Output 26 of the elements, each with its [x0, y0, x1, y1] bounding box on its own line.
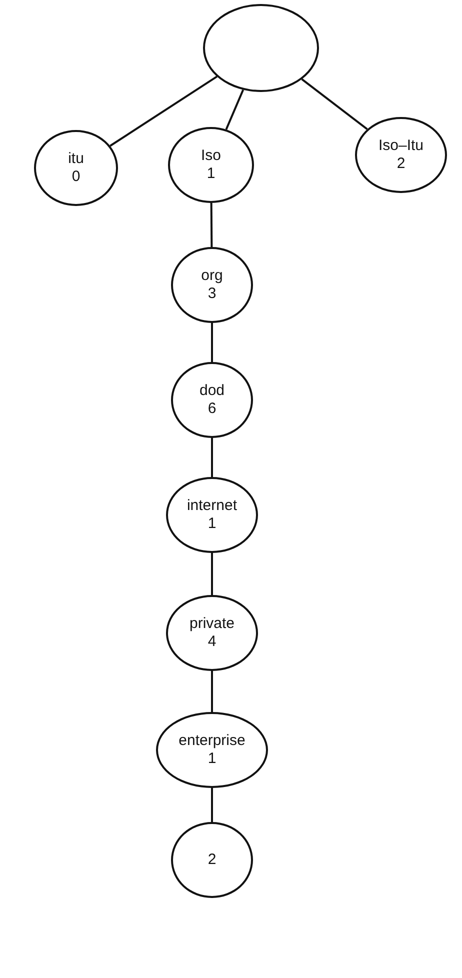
node-number: 2 — [208, 851, 216, 869]
node-number: 3 — [208, 285, 216, 303]
node-number: 6 — [208, 400, 216, 418]
connector-line — [210, 202, 213, 248]
connector-line — [211, 788, 213, 822]
node-name: internet — [186, 497, 238, 515]
node-name: dod — [199, 382, 225, 400]
connector-line — [211, 323, 213, 362]
connector-line — [301, 78, 368, 130]
node-name: private — [189, 615, 235, 633]
node-number: 1 — [208, 515, 216, 533]
node-number: 4 — [208, 633, 216, 651]
connector-line — [211, 553, 213, 595]
connector-line — [110, 76, 218, 147]
connector-line — [225, 89, 244, 130]
node-name: enterprise — [178, 732, 246, 750]
node-name: org — [201, 267, 223, 285]
node-number: 0 — [72, 168, 80, 186]
node-name: Iso–Itu — [378, 137, 424, 155]
node-name: itu — [68, 150, 84, 168]
node-number: 1 — [208, 750, 216, 768]
node-name: Iso — [200, 147, 221, 165]
node-number: 2 — [396, 155, 406, 173]
connector-line — [211, 438, 213, 477]
connector-line — [211, 671, 213, 712]
node-number: 1 — [206, 165, 216, 183]
